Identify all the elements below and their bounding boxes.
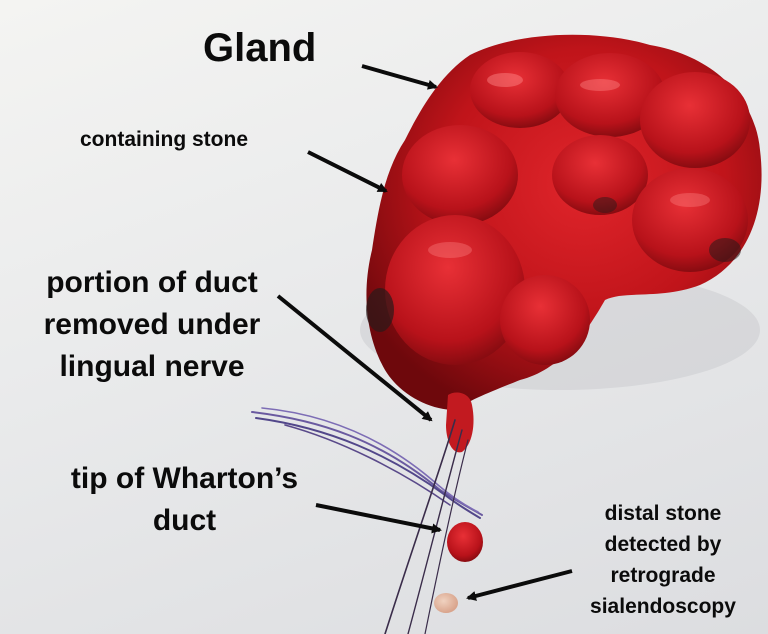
arrow-to-gland: [361, 64, 438, 90]
duct-tip-specimen: [447, 522, 483, 562]
cautery-mark: [366, 288, 394, 332]
gland-lobe: [402, 125, 518, 225]
gland-lobe: [640, 72, 750, 168]
distal-stone: [434, 593, 458, 613]
duct-portion-line: removed under: [43, 308, 261, 341]
cautery-mark: [593, 197, 617, 213]
distal-stone-line: retrograde: [610, 564, 716, 587]
tissue-highlight: [580, 79, 620, 91]
arrow-to-duct-portion: [276, 294, 433, 422]
gland-lobe: [470, 52, 570, 128]
tissue-highlight: [428, 242, 472, 258]
distal-stone-label: distal stone detected by retrograde sial…: [558, 498, 768, 622]
distal-stone-line: sialendoscopy: [590, 595, 736, 618]
duct-stump: [446, 392, 474, 453]
containing-stone-label: containing stone: [80, 128, 248, 151]
cautery-mark: [709, 238, 741, 262]
gland-label: Gland: [203, 26, 317, 70]
arrow-to-stone-area: [307, 150, 388, 193]
tissue-highlight: [487, 73, 523, 87]
duct-tip-label: tip of Wharton’s duct: [52, 458, 317, 542]
sutures: [251, 407, 483, 634]
arrows: [276, 64, 573, 601]
gland-lobe: [552, 135, 648, 215]
distal-stone-line: detected by: [604, 533, 722, 556]
arrow-to-duct-tip: [315, 503, 442, 534]
distal-stone-line: distal stone: [604, 502, 722, 525]
duct-portion-line: lingual nerve: [59, 350, 245, 383]
duct-portion-line: portion of duct: [46, 266, 258, 299]
gland-lobe: [500, 275, 590, 365]
duct-tip-line: tip of Wharton’s: [70, 462, 299, 495]
arrow-to-distal-stone: [466, 569, 573, 601]
duct-portion-label: portion of duct removed under lingual ne…: [22, 262, 282, 388]
gland-lobe: [385, 215, 525, 365]
tissue-highlight: [670, 193, 710, 207]
gland-lobe: [555, 53, 665, 137]
duct-tip-line: duct: [152, 504, 217, 537]
